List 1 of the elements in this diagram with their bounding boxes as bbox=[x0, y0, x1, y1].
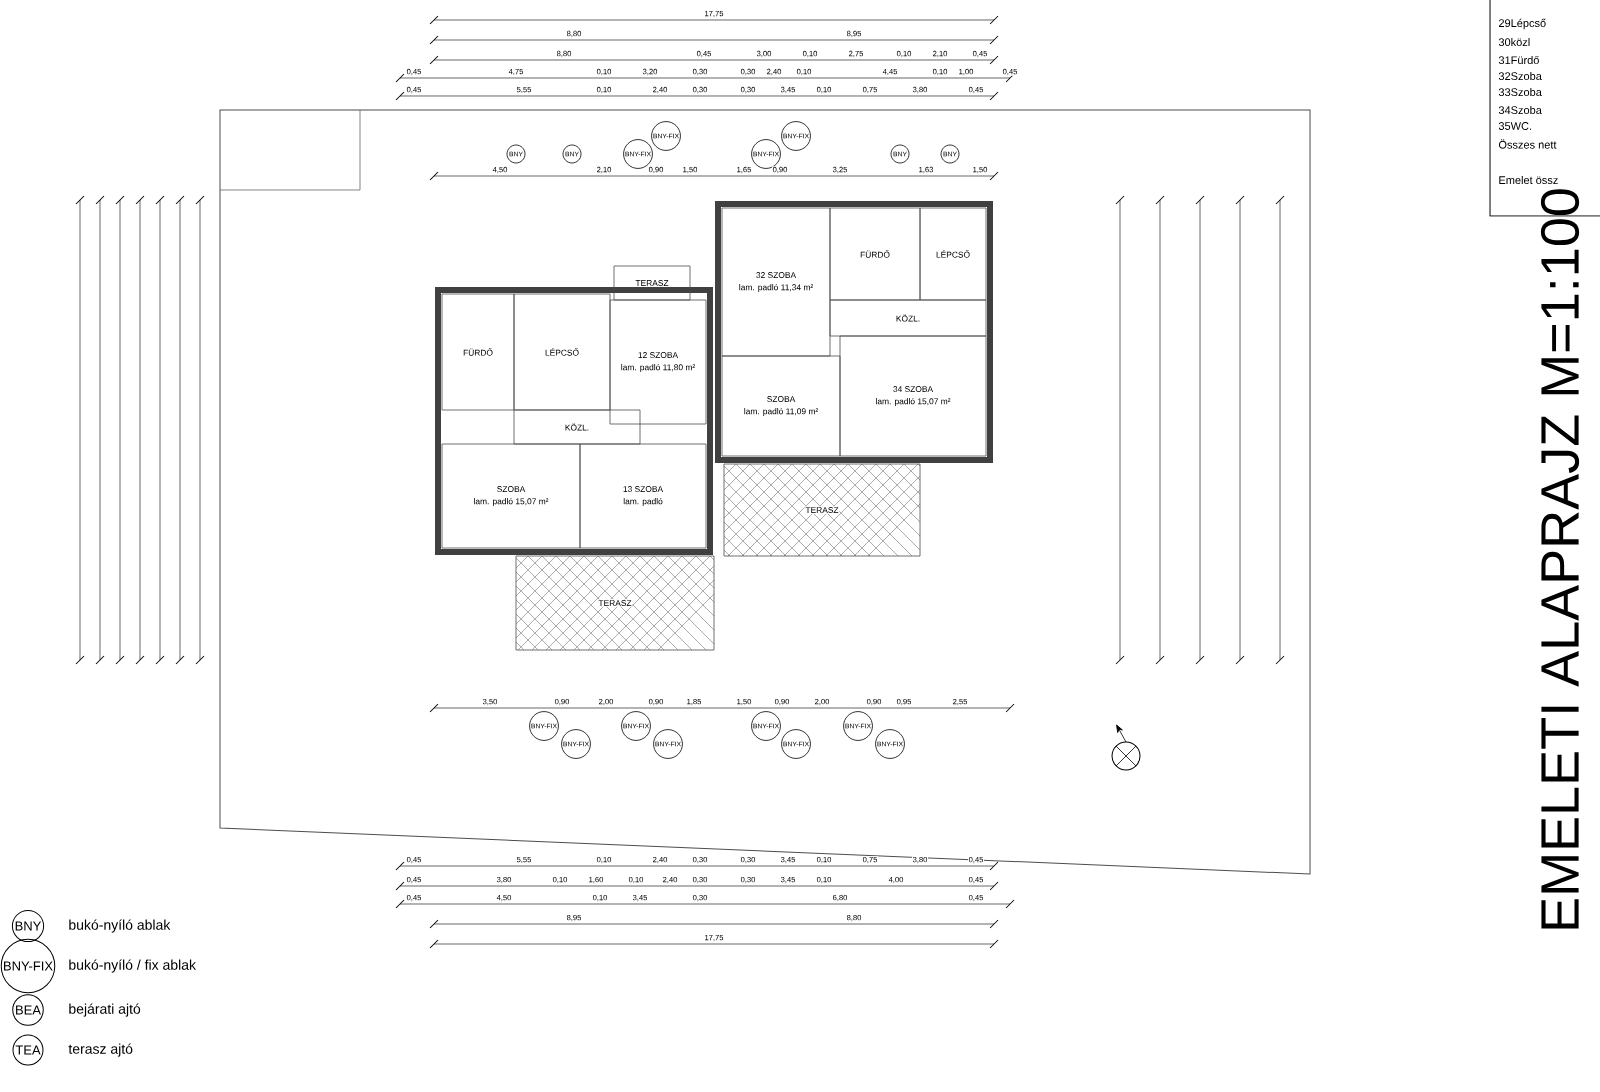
title: EMELETI ALAPRAJZ M=1:100 bbox=[1540, 189, 1580, 929]
